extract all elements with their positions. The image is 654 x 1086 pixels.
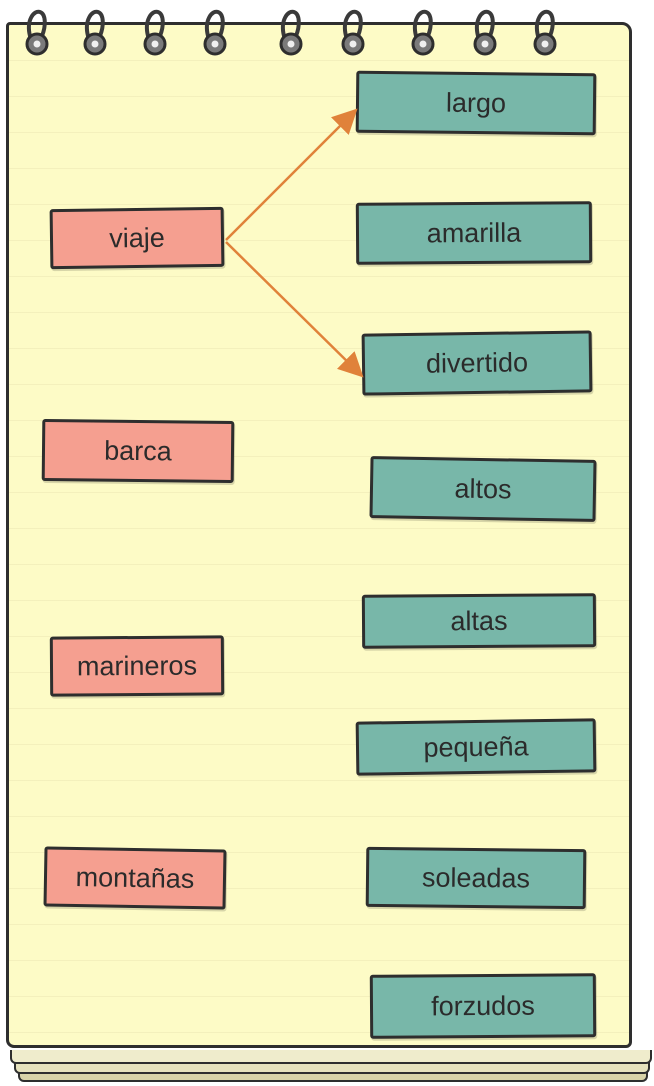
word-label: barca: [104, 435, 172, 466]
spiral-ring-icon: [203, 9, 227, 56]
word-box-pequena[interactable]: pequeña: [355, 718, 597, 776]
spiral-ring-icon: [473, 9, 497, 56]
word-box-altas[interactable]: altas: [361, 593, 597, 649]
word-label: forzudos: [431, 990, 535, 1021]
word-box-divertido[interactable]: divertido: [361, 330, 593, 396]
word-label: altas: [450, 605, 508, 636]
word-box-viaje[interactable]: viaje: [49, 206, 225, 270]
word-box-marineros[interactable]: marineros: [49, 635, 225, 697]
spiral-ring-icon: [279, 9, 303, 56]
word-label: largo: [445, 87, 507, 118]
spiral-ring-icon: [83, 9, 107, 56]
word-box-altos[interactable]: altos: [369, 456, 597, 522]
word-label: pequeña: [423, 730, 529, 763]
spiral-ring-icon: [25, 9, 49, 56]
spiral-ring-icon: [411, 9, 435, 56]
word-box-montanas[interactable]: montañas: [43, 846, 227, 910]
word-box-largo[interactable]: largo: [355, 70, 597, 136]
spiral-ring-icon: [341, 9, 365, 56]
word-label: viaje: [109, 222, 165, 253]
word-box-amarilla[interactable]: amarilla: [355, 201, 593, 265]
word-label: montañas: [75, 861, 195, 894]
word-label: marineros: [76, 650, 198, 681]
word-label: altos: [454, 473, 512, 504]
spiral-ring-icon: [533, 9, 557, 56]
word-box-soleadas[interactable]: soleadas: [365, 846, 587, 910]
word-box-barca[interactable]: barca: [41, 418, 235, 484]
spiral-binding: [0, 0, 654, 70]
spiral-ring-icon: [143, 9, 167, 56]
word-label: soleadas: [421, 861, 531, 894]
page-stack-edge: [10, 1050, 652, 1064]
word-box-forzudos[interactable]: forzudos: [369, 973, 597, 1039]
word-label: amarilla: [426, 217, 522, 248]
word-label: divertido: [425, 346, 529, 379]
